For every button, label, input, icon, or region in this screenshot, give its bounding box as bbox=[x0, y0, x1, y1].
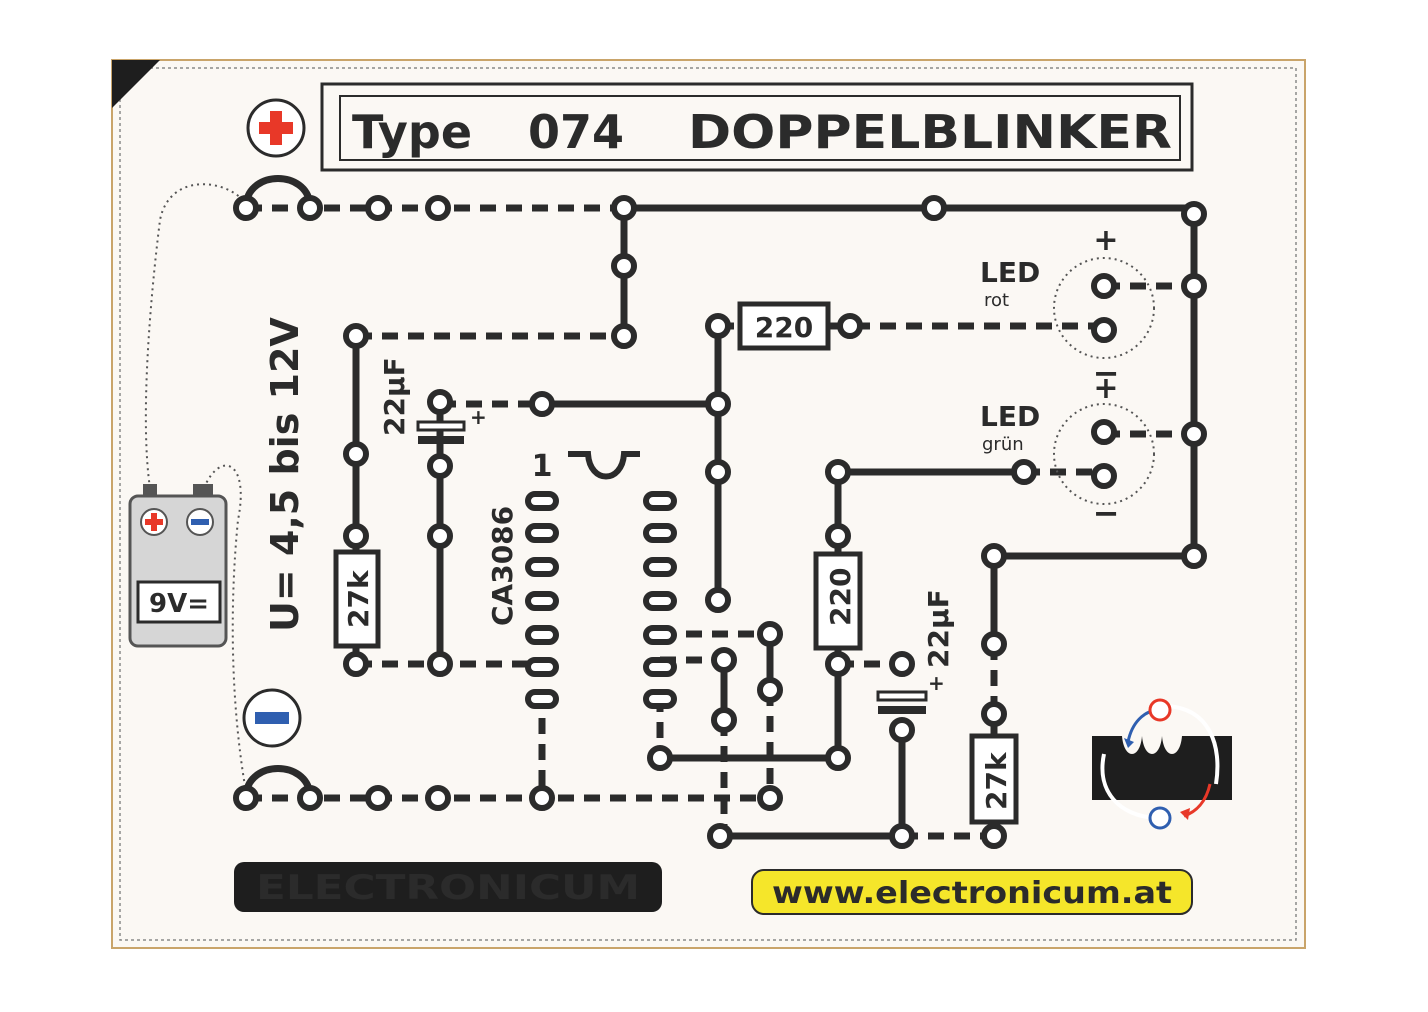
title-type: Type bbox=[352, 105, 472, 159]
card-corner-mark bbox=[112, 60, 160, 108]
voltage-text: U= 4,5 bis 12V bbox=[263, 317, 307, 632]
led-green-minus: − bbox=[1093, 494, 1120, 532]
battery-label: 9V= bbox=[149, 589, 209, 619]
title-number: 074 bbox=[528, 105, 624, 159]
led-red: + − LED rot bbox=[980, 223, 1155, 392]
capacitor-left-plus: + bbox=[470, 405, 487, 429]
card-inner-border bbox=[119, 67, 1297, 941]
capacitor-left-value: 22µF bbox=[378, 357, 411, 436]
ic-name: CA3086 bbox=[486, 506, 519, 626]
battery-lead-minus bbox=[203, 464, 247, 793]
resistor-220-top-label: 220 bbox=[755, 311, 813, 344]
resistor-220-right: 220 bbox=[813, 551, 863, 651]
electronicum-logo-icon bbox=[1092, 698, 1232, 830]
led-green-plus: + bbox=[1093, 371, 1118, 406]
url-text[interactable]: www.electronicum.at bbox=[772, 876, 1172, 911]
url-label: www.electronicum.at bbox=[751, 869, 1193, 915]
resistor-220-top: 220 bbox=[737, 301, 831, 351]
ic-ca3086 bbox=[525, 491, 677, 709]
led-green: + − LED grün bbox=[980, 371, 1155, 532]
led-red-label: LED bbox=[980, 256, 1040, 289]
battery-9v: 9V= bbox=[128, 484, 228, 648]
resistor-27k-bottom-label: 27k bbox=[980, 751, 1013, 810]
resistor-220-right-label: 220 bbox=[824, 568, 857, 626]
solder-pads bbox=[233, 195, 1207, 849]
resistor-27k-bottom: 27k bbox=[969, 733, 1019, 825]
plus-jumper bbox=[242, 175, 314, 205]
brand-label: ELECTRONICUM bbox=[234, 862, 662, 912]
plus-terminal bbox=[246, 98, 306, 158]
brand-text: ELECTRONICUM bbox=[256, 868, 640, 908]
capacitor-22uf-left: + 22µF bbox=[378, 357, 487, 444]
led-green-label: LED bbox=[980, 400, 1040, 433]
capacitor-right-plus: + bbox=[928, 671, 945, 695]
led-green-color: grün bbox=[982, 434, 1024, 455]
minus-jumper bbox=[242, 765, 314, 795]
led-red-plus: + bbox=[1093, 223, 1118, 258]
capacitor-22uf-right: + 22µF bbox=[876, 589, 955, 714]
resistor-27k-left-label: 27k bbox=[342, 569, 375, 628]
minus-terminal bbox=[242, 688, 302, 748]
resistor-27k-left: 27k bbox=[333, 549, 381, 649]
ic-pin1-label: 1 bbox=[532, 449, 553, 484]
led-red-minus: − bbox=[1093, 354, 1120, 392]
capacitor-right-value: 22µF bbox=[922, 589, 955, 668]
led-red-color: rot bbox=[984, 290, 1009, 311]
battery-lead-plus bbox=[144, 183, 247, 489]
title-name: DOPPELBLINKER bbox=[688, 105, 1172, 159]
title-box: Type 074 DOPPELBLINKER bbox=[320, 82, 1194, 172]
ic-notch bbox=[568, 451, 640, 480]
